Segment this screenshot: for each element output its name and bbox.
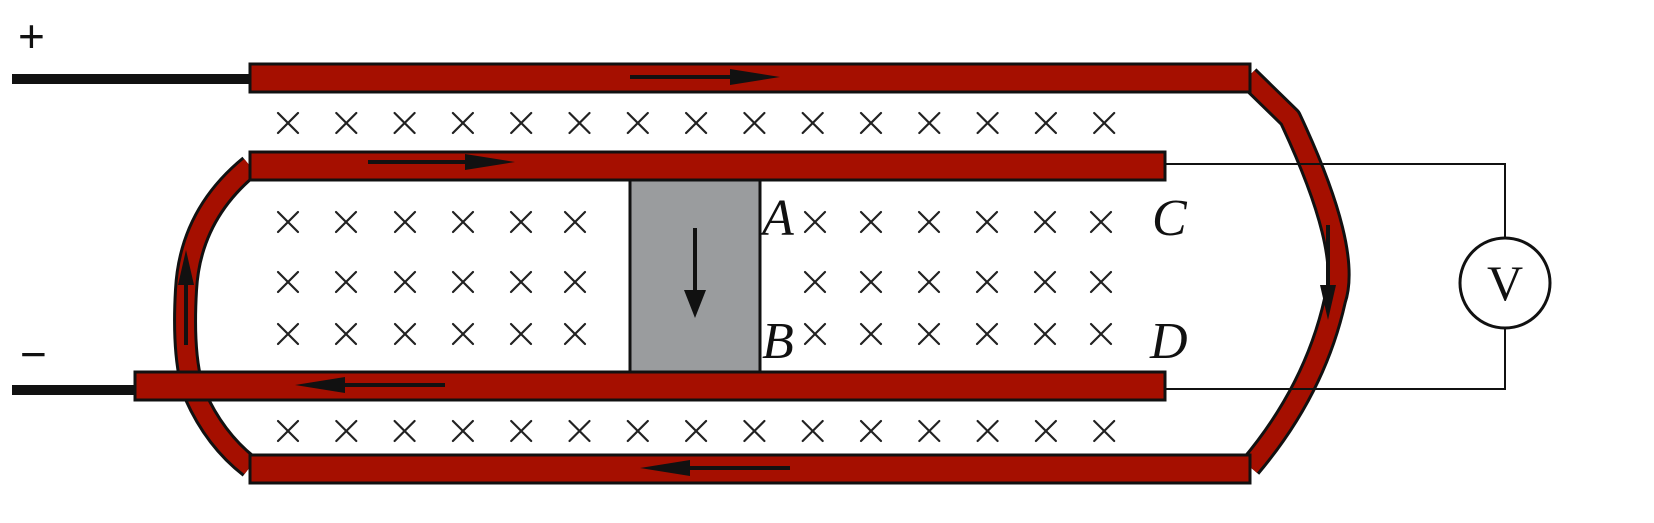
inner-bottom-rail [133,370,1167,402]
current-arrow-right-loop [1320,225,1336,320]
field-x-mark-middle [917,322,941,346]
field-x-mark-top [1093,111,1116,135]
point-label-b: B [762,313,794,370]
field-x-mark-middle [451,322,475,346]
field-x-mark-top [859,111,883,135]
field-x-mark-middle [393,322,417,346]
field-x-mark-middle [509,210,533,234]
field-x-mark-top [801,111,824,135]
voltmeter-wire-top [1165,163,1506,238]
field-x-mark-top [451,111,474,135]
field-x-mark-bottom [626,419,649,443]
block-motion-arrow-head [684,290,706,318]
field-x-mark-middle [1033,210,1057,234]
field-x-mark-middle [917,270,941,294]
voltmeter-label: V [1487,255,1523,311]
positive-terminal-sign: + [18,10,45,62]
field-x-mark-middle [563,322,587,346]
outer-bottom-rail [248,453,1252,485]
current-arrow-inner-top [368,154,515,170]
field-x-mark-middle [563,270,587,294]
inner-top-rail [248,150,1167,182]
field-x-mark-middle [451,270,475,294]
field-x-mark-bottom [684,419,708,443]
field-x-mark-bottom [1093,419,1116,443]
field-x-mark-bottom [335,419,358,443]
field-x-mark-middle [975,270,999,294]
field-x-mark-top [276,111,300,135]
voltmeter-wire-bottom [1165,328,1506,390]
field-x-mark-bottom [451,419,474,443]
field-x-mark-middle [451,210,475,234]
field-x-mark-middle [1089,322,1113,346]
field-x-mark-top [393,111,416,135]
field-x-mark-middle [1089,270,1113,294]
negative-terminal-sign: − [20,328,47,380]
current-arrow-left-loop [178,250,194,345]
field-x-mark-middle [1089,210,1113,234]
field-x-mark-middle [563,210,587,234]
field-x-mark-middle [859,270,883,294]
field-x-mark-top [1034,111,1058,135]
field-x-mark-middle [803,210,827,234]
field-x-mark-bottom [276,419,300,443]
field-x-mark-middle [509,270,533,294]
field-x-mark-middle [276,210,300,234]
field-x-mark-middle [803,270,827,294]
field-x-mark-middle [334,322,358,346]
field-x-mark-middle [393,270,417,294]
field-x-mark-middle [975,210,999,234]
field-x-mark-bottom [1034,419,1058,443]
field-x-mark-top [918,111,941,135]
current-arrow-outer-bottom [640,460,790,476]
field-x-mark-bottom [976,419,999,443]
field-x-mark-bottom [743,419,766,443]
field-x-mark-middle [1033,322,1057,346]
field-x-mark-middle [975,322,999,346]
point-label-a: A [759,190,794,247]
field-x-mark-bottom [918,419,941,443]
field-x-mark-bottom [801,419,824,443]
field-x-mark-top [976,111,999,135]
right-loop-conductor-fill [1241,70,1348,473]
point-label-d: D [1149,313,1188,370]
field-x-mark-middle [334,270,358,294]
field-x-mark-middle [509,322,533,346]
field-x-mark-bottom [510,419,533,443]
current-arrow-inner-bottom [295,377,445,393]
field-x-mark-top [626,111,649,135]
field-x-mark-top [335,111,358,135]
field-x-mark-bottom [568,419,591,443]
point-label-c: C [1152,190,1188,247]
field-x-mark-middle [393,210,417,234]
field-x-mark-bottom [859,419,883,443]
voltmeter-circle [1458,236,1552,330]
field-x-mark-top [743,111,766,135]
field-x-mark-middle [276,322,300,346]
field-x-mark-middle [276,270,300,294]
field-x-mark-middle [859,322,883,346]
field-x-mark-middle [859,210,883,234]
field-x-mark-top [510,111,533,135]
magnetic-field-marks [276,111,1116,443]
field-x-mark-top [568,111,591,135]
field-x-mark-top [684,111,708,135]
field-x-mark-middle [917,210,941,234]
field-x-mark-bottom [393,419,416,443]
field-x-mark-middle [803,322,827,346]
current-arrow-outer-top [630,69,780,85]
field-x-mark-middle [334,210,358,234]
field-x-mark-middle [1033,270,1057,294]
